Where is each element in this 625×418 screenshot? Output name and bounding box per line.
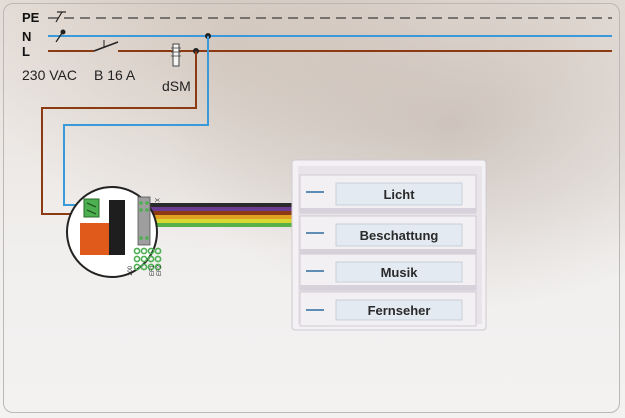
switch-panel: Licht Beschattung Musik bbox=[291, 159, 487, 331]
terminal-block bbox=[83, 198, 100, 218]
live-drop bbox=[41, 51, 197, 215]
terminal-screw-1 bbox=[86, 202, 97, 208]
connector-label: X1 bbox=[153, 198, 159, 206]
ribbon-orange bbox=[148, 215, 300, 219]
connector-pin bbox=[145, 201, 149, 205]
terminal-screw-2 bbox=[86, 209, 97, 215]
breaker-label: B 16 A bbox=[94, 67, 136, 83]
breaker-blade bbox=[93, 41, 119, 52]
connector-pin bbox=[139, 236, 143, 240]
connector-pin bbox=[145, 236, 149, 240]
ribbon-yellow bbox=[148, 219, 300, 223]
ribbon-black bbox=[148, 203, 300, 207]
ribbon-green bbox=[148, 223, 300, 227]
pin-label-100: 100 bbox=[128, 265, 134, 276]
switch-button-label: Licht bbox=[383, 187, 415, 202]
switch-button-fernseher[interactable]: Fernseher bbox=[299, 291, 477, 327]
pe-strike bbox=[55, 11, 63, 23]
ribbon-brown bbox=[148, 211, 300, 215]
n-label: N bbox=[22, 29, 31, 44]
switch-button-musik[interactable]: Musik bbox=[299, 253, 477, 291]
connector-pin bbox=[145, 208, 149, 212]
relay-black bbox=[109, 200, 125, 255]
n-node bbox=[60, 29, 66, 35]
frame-border bbox=[3, 3, 620, 413]
supply-label: 230 VAC bbox=[22, 67, 77, 83]
surge-protector bbox=[172, 43, 180, 67]
connector-pin bbox=[139, 208, 143, 212]
switch-button-label: Fernseher bbox=[368, 303, 431, 318]
pin-grid bbox=[133, 247, 162, 271]
pe-label: PE bbox=[22, 10, 40, 25]
connector-pin bbox=[139, 201, 143, 205]
surge-label: dSM bbox=[162, 78, 191, 94]
neutral-drop bbox=[63, 36, 209, 206]
switch-button-label: Musik bbox=[381, 265, 419, 280]
pin-label-ef1: EF1 bbox=[150, 264, 156, 276]
ribbon-purple bbox=[148, 207, 300, 211]
relay-block bbox=[80, 223, 110, 255]
pin-label-ef2: EF2 bbox=[157, 264, 163, 276]
switch-button-licht[interactable]: Licht bbox=[299, 174, 477, 214]
switch-button-beschattung[interactable]: Beschattung bbox=[299, 215, 477, 255]
switch-button-label: Beschattung bbox=[360, 228, 439, 243]
l-label: L bbox=[22, 44, 30, 59]
